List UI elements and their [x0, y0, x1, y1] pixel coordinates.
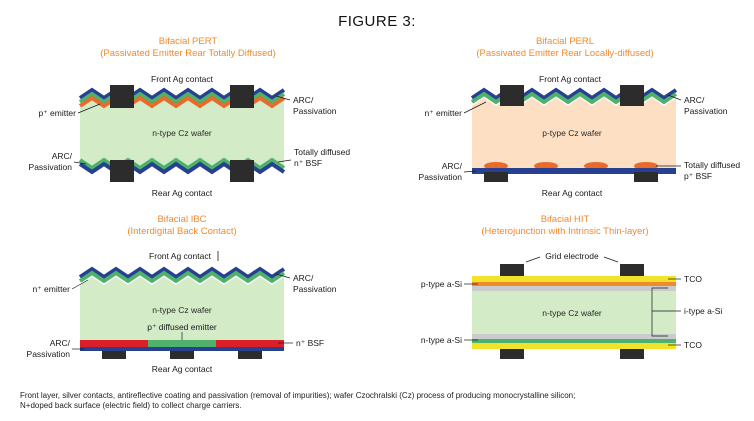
perl-rear-contact: [634, 172, 658, 182]
hit-n-asi: [472, 339, 676, 343]
panel-pert: Bifacial PERT (Passivated Emitter Rear T…: [29, 36, 351, 198]
hit-rear-electrode: [500, 349, 524, 359]
hit-wafer: [472, 291, 676, 334]
perl-front-contact: [500, 85, 524, 106]
ibc-arc-top: ARC/: [293, 273, 314, 283]
perl-wafer-label: p-type Cz wafer: [542, 128, 602, 138]
pert-front-contact: [230, 85, 254, 108]
ibc-bsf-segment: [216, 340, 284, 347]
pert-arc-bottom: ARC/: [52, 151, 73, 161]
pert-front-contact: [110, 85, 134, 108]
pert-subtitle: (Passivated Emitter Rear Totally Diffuse…: [100, 48, 275, 59]
ibc-diffused-emitter-label: p⁺ diffused emitter: [147, 322, 217, 332]
hit-rear-electrode: [620, 349, 644, 359]
pert-emitter-leader: [77, 103, 101, 114]
perl-subtitle: (Passivated Emitter Rear Locally-diffuse…: [476, 48, 653, 59]
pert-title: Bifacial PERT: [159, 36, 218, 47]
pert-bsf-line1: Totally diffused: [294, 147, 350, 157]
perl-passivation-top: Passivation: [684, 106, 728, 116]
hit-i-asi-bottom: [472, 334, 676, 339]
panel-perl: Bifacial PERL (Passivated Emitter Rear L…: [419, 36, 741, 198]
perl-passivation-bottom: Passivation: [419, 172, 463, 182]
hit-tco-top-label: TCO: [684, 274, 702, 284]
perl-rear-contact: [484, 172, 508, 182]
perl-arc-top-leader: [667, 94, 682, 101]
hit-grid-leader: [525, 256, 541, 263]
perl-bsf-line1: Totally diffused: [684, 160, 740, 170]
pert-rear-contact-label: Rear Ag contact: [152, 188, 213, 198]
perl-arc-bottom-leader: [463, 170, 477, 173]
perl-rear-passivation: [472, 168, 676, 174]
hit-tco-bottom-label: TCO: [684, 340, 702, 350]
ibc-emitter-segment: [148, 340, 216, 347]
pert-wafer: [80, 100, 284, 166]
perl-bsf-line2: p⁺ BSF: [684, 171, 712, 181]
perl-arc-top: ARC/: [684, 95, 705, 105]
perl-arc-bottom: ARC/: [442, 161, 463, 171]
figure-title: FIGURE 3:: [338, 13, 416, 30]
ibc-rear-passivation: [80, 347, 284, 351]
ibc-rear-contact: [170, 351, 194, 359]
ibc-subtitle: (Interdigital Back Contact): [127, 226, 236, 237]
ibc-title: Bifacial IBC: [157, 214, 206, 225]
hit-grid-electrode: [620, 264, 644, 276]
perl-emitter-leader: [463, 101, 487, 114]
hit-wafer-label: n-type Cz wafer: [542, 308, 602, 318]
ibc-navy-top: [78, 266, 286, 280]
perl-front-contact-label: Front Ag contact: [539, 74, 602, 84]
hit-tco-bottom: [472, 343, 676, 349]
ibc-arc-bottom: ARC/: [50, 338, 71, 348]
ibc-passivation-bottom: Passivation: [27, 349, 71, 359]
pert-arc-bottom-leader: [73, 161, 87, 165]
perl-wafer: [472, 98, 676, 168]
hit-p-layer-label: p-type a-Si: [421, 279, 462, 289]
hit-grid-leader: [603, 256, 619, 263]
hit-p-asi: [472, 282, 676, 286]
ibc-passivation-top: Passivation: [293, 284, 337, 294]
ibc-rear-contact-label: Rear Ag contact: [152, 364, 213, 374]
pert-bsf-line2: n⁺ BSF: [294, 158, 322, 168]
perl-front-contact: [620, 85, 644, 106]
perl-rear-contact-label: Rear Ag contact: [542, 188, 603, 198]
caption-line-2: N+doped back surface (electric field) to…: [20, 401, 242, 410]
pert-arc-top: ARC/: [293, 95, 314, 105]
panel-ibc: Bifacial IBC (Interdigital Back Contact)…: [27, 214, 337, 374]
pert-emitter-label: p⁺ emitter: [38, 108, 76, 118]
hit-grid-electrode: [500, 264, 524, 276]
perl-title: Bifacial PERL: [536, 36, 594, 47]
pert-front-contact-label: Front Ag contact: [151, 74, 214, 84]
pert-rear-contact: [230, 160, 254, 182]
hit-i-asi-top: [472, 286, 676, 291]
hit-tco-top: [472, 276, 676, 282]
ibc-emitter-label: n⁺ emitter: [32, 284, 70, 294]
hit-title: Bifacial HIT: [541, 214, 590, 225]
pert-passivation-top: Passivation: [293, 106, 337, 116]
ibc-wafer: [80, 277, 284, 340]
caption-line-1: Front layer, silver contacts, antireflec…: [20, 391, 576, 400]
ibc-arc-top-leader: [275, 273, 291, 279]
ibc-bsf-segment: [80, 340, 148, 347]
pert-arc-top-leader: [275, 95, 291, 101]
ibc-wafer-label: n-type Cz wafer: [152, 305, 212, 315]
hit-n-layer-label: n-type a-Si: [421, 335, 462, 345]
ibc-bsf-label: n⁺ BSF: [296, 338, 324, 348]
ibc-front-contact-label: Front Ag contact: [149, 251, 212, 261]
perl-emitter-label: n⁺ emitter: [424, 108, 462, 118]
hit-i-layer-bracket: [651, 287, 668, 337]
pert-passivation-bottom: Passivation: [29, 162, 73, 172]
ibc-rear-contact: [238, 351, 262, 359]
hit-grid-electrode-label: Grid electrode: [545, 251, 599, 261]
hit-subtitle: (Heterojunction with Intrinsic Thin-laye…: [481, 226, 648, 237]
ibc-emitter-leader: [71, 279, 89, 290]
pert-rear-contact: [110, 160, 134, 182]
pert-bsf-leader: [277, 159, 292, 163]
panel-hit: Bifacial HIT (Heterojunction with Intrin…: [421, 214, 722, 359]
figure-caption: Front layer, silver contacts, antireflec…: [20, 391, 735, 411]
pert-wafer-label: n-type Cz wafer: [152, 128, 212, 138]
hit-i-layer-label: i-type a-Si: [684, 306, 722, 316]
ibc-rear-contact: [102, 351, 126, 359]
ibc-green-top: [78, 270, 286, 284]
